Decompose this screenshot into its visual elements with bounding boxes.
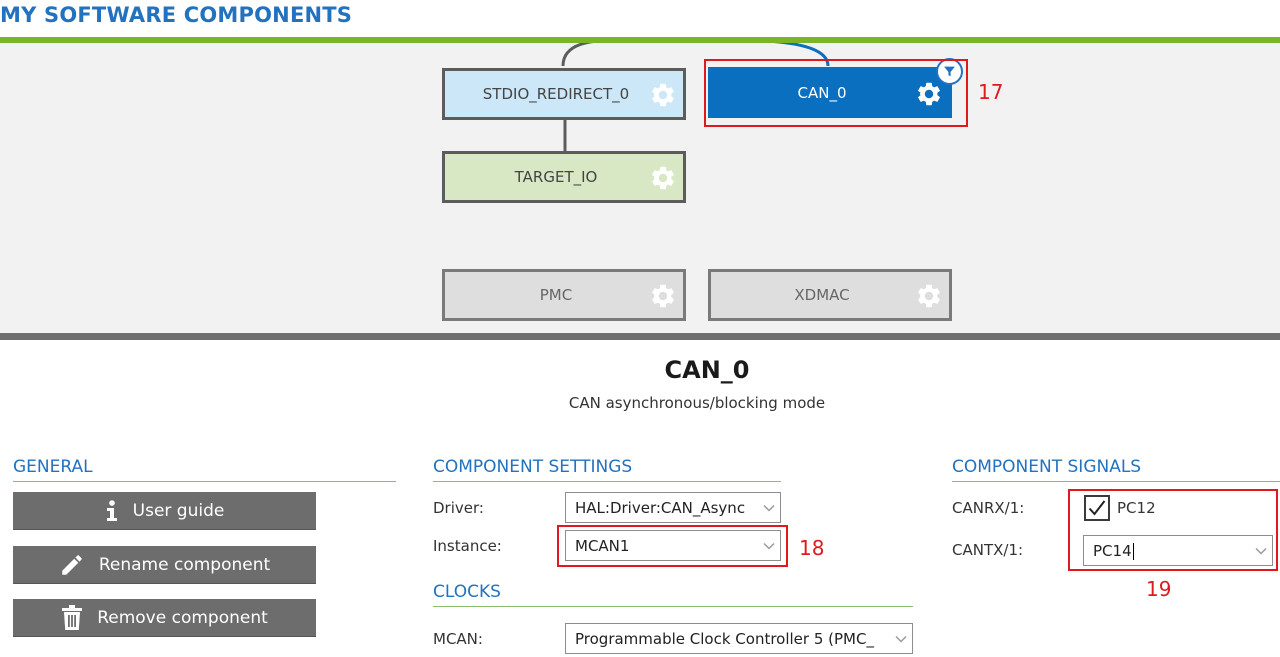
trash-icon [62,604,83,630]
component-label: PMC [539,286,573,304]
gear-icon[interactable] [915,282,943,310]
driver-value: HAL:Driver:CAN_Async [575,498,746,517]
driver-label: Driver: [433,499,484,517]
gear-icon[interactable] [649,164,677,192]
driver-select[interactable]: HAL:Driver:CAN_Async [565,492,781,523]
component-canvas[interactable]: STDIO_REDIRECT_0 CAN_0 TARGET_IO PMC XDM… [0,43,1280,333]
connection-wires [561,43,830,151]
header-divider [0,37,1280,43]
gear-icon[interactable] [649,81,677,109]
callout-number-17: 17 [978,80,1004,104]
callout-number-19: 19 [1146,577,1172,601]
remove-component-button[interactable]: Remove component [13,599,316,637]
component-label: CAN_0 [797,83,847,102]
filter-icon[interactable] [936,58,963,85]
gear-icon[interactable] [915,80,943,108]
rename-component-label: Rename component [98,554,271,575]
mcan-clock-value: Programmable Clock Controller 5 (PMC_ [575,629,874,648]
checkmark-icon [1088,500,1106,516]
gear-icon[interactable] [649,282,677,310]
component-can[interactable]: CAN_0 [708,58,963,118]
component-label: XDMAC [794,286,850,304]
component-settings-heading: COMPONENT SETTINGS [433,457,781,482]
canrx-label: CANRX/1: [952,499,1025,517]
component-label: STDIO_REDIRECT_0 [482,85,630,103]
component-label: TARGET_IO [514,168,598,186]
pencil-icon [62,554,82,575]
wire-can [772,43,830,67]
wire-stdio [561,43,595,67]
user-guide-button[interactable]: User guide [13,492,316,530]
cantx-value: PC14 [1093,541,1132,560]
callout-number-18: 18 [799,536,825,560]
remove-component-label: Remove component [97,607,268,628]
instance-label: Instance: [433,537,502,555]
chevron-down-icon [890,635,912,643]
component-signals-heading: COMPONENT SIGNALS [952,457,1280,482]
component-stdio-redirect[interactable]: STDIO_REDIRECT_0 [442,68,686,120]
instance-value: MCAN1 [575,536,630,555]
cantx-label: CANTX/1: [952,541,1024,559]
canrx-checkbox[interactable] [1084,495,1110,521]
clocks-heading: CLOCKS [433,582,913,607]
info-icon [106,499,117,521]
cantx-select[interactable]: PC14 [1083,535,1273,566]
general-heading: GENERAL [13,457,396,482]
detail-subtitle: CAN asynchronous/blocking mode [568,394,826,412]
rename-component-button[interactable]: Rename component [13,546,316,584]
chevron-down-icon [1250,547,1272,555]
chevron-down-icon [758,504,780,512]
panel-splitter[interactable] [0,333,1280,340]
instance-select[interactable]: MCAN1 [565,530,781,561]
component-target-io[interactable]: TARGET_IO [442,151,686,203]
chevron-down-icon [758,542,780,550]
page-title: MY SOFTWARE COMPONENTS [0,3,353,27]
user-guide-label: User guide [132,500,225,521]
mcan-label: MCAN: [433,630,483,648]
canrx-value: PC12 [1117,499,1156,517]
cantx-value-wrap[interactable]: PC14 [1093,542,1250,560]
text-cursor [1132,542,1134,560]
component-xdmac[interactable]: XDMAC [708,269,952,321]
component-pmc[interactable]: PMC [442,269,686,321]
detail-title: CAN_0 [664,356,750,384]
mcan-clock-select[interactable]: Programmable Clock Controller 5 (PMC_ [565,623,913,654]
